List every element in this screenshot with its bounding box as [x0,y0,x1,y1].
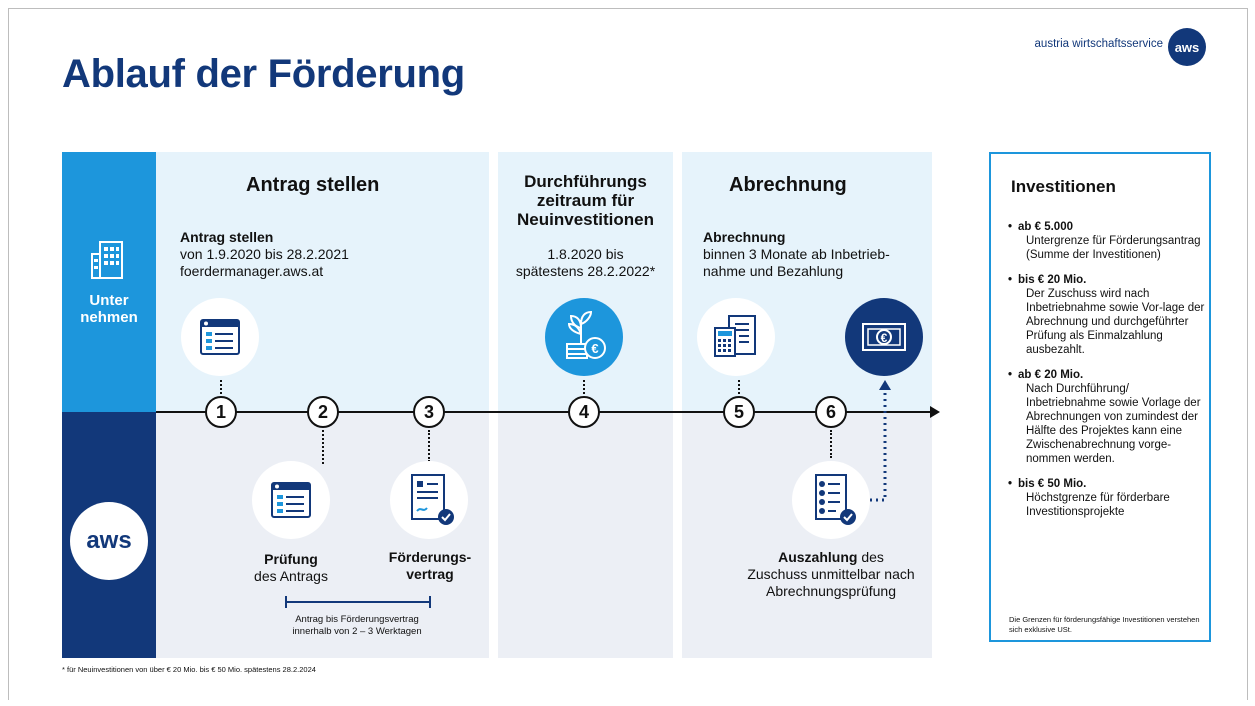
contract-icon [390,461,468,539]
building-icon [91,241,123,279]
page-title: Ablauf der Förderung [62,52,465,96]
footnote: * für Neuinvestitionen von über € 20 Mio… [62,665,316,674]
svg-text:€: € [591,341,598,356]
form-icon [181,298,259,376]
antrag-header: Antrag stellen [246,174,380,196]
connector-step-5 [738,380,740,394]
lane-unternehmen [62,152,156,412]
investitionen-note: Die Grenzen für förderungsfähige Investi… [1009,615,1200,634]
aws-logo: aws [1168,28,1206,66]
checked-document-icon [792,461,870,539]
step-node-3: 3 [413,396,445,428]
list-item: • bis € 50 Mio. Höchstgrenze für förderb… [1008,478,1170,518]
step-node-5: 5 [723,396,755,428]
connector-step-3 [428,430,430,462]
plant-coin-icon: € [545,298,623,376]
antrag-text: Antrag stellen von 1.9.2020 bis 28.2.202… [180,229,349,279]
step-node-2: 2 [307,396,339,428]
timeline-arrowhead [930,406,940,418]
svg-text:€: € [881,331,888,345]
connector-step-2 [322,430,324,464]
list-item: • ab € 5.000 Untergrenze für Förderungsa… [1008,221,1201,261]
step-node-1: 1 [205,396,237,428]
list-item: • bis € 20 Mio. Der Zuschuss wird nach I… [1008,274,1205,356]
investitionen-title: Investitionen [1011,177,1116,196]
form-icon [252,461,330,539]
durchfuehrung-header: Durchführungs zeitraum für Neuinvestitio… [517,172,654,229]
connector-step-4 [583,380,585,394]
connector-step-6 [830,430,832,458]
banknote-icon: € [845,298,923,376]
panel-durchfuehrung-bottom [498,412,673,658]
lane-label-unternehmen: Unter nehmen [80,292,138,326]
lane-label-aws: aws [70,502,148,580]
investitionen-box [989,152,1211,642]
pruefung-label: Prüfung des Antrags [254,551,328,584]
abrechnung-text: Abrechnung binnen 3 Monate ab Inbetrieb-… [703,229,890,279]
auszahlung-label: Auszahlung des Zuschuss unmittelbar nach… [747,549,915,599]
investitionen-list: • ab € 5.000 Untergrenze für Förderungsa… [1006,220,1206,530]
slide-frame [8,8,1248,700]
logo-text: austria wirtschaftsservice [1034,38,1163,50]
calculator-document-icon [697,298,775,376]
durchfuehrung-text: 1.8.2020 bis spätestens 28.2.2022* [515,246,656,279]
abrechnung-header: Abrechnung [729,174,847,196]
connector-step-1 [220,380,222,394]
panel-abrechnung-bottom [682,412,932,658]
vertrag-label: Förderungs- vertrag [388,549,472,582]
step-node-6: 6 [815,396,847,428]
duration-bracket-start [285,596,287,608]
payout-arrow [870,380,891,502]
duration-note: Antrag bis Förderungsvertrag innerhalb v… [292,614,422,637]
timeline-line [156,411,932,413]
duration-bracket-end [429,596,431,608]
list-item: • ab € 20 Mio. Nach Durchführung/ Inbetr… [1008,369,1201,465]
duration-bracket [286,601,430,603]
step-node-4: 4 [568,396,600,428]
